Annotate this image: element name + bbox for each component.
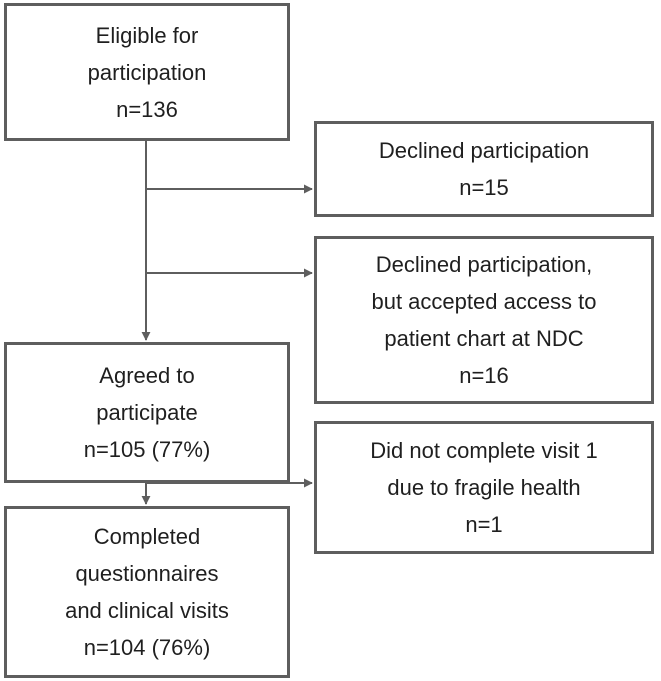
eligible-line-1: Eligible for: [95, 22, 199, 48]
eligible-box: Eligible for participation n=136: [4, 3, 290, 141]
completed-line-3: and clinical visits: [65, 598, 229, 623]
agreed-line-1: Agreed to: [99, 363, 195, 388]
completed-box: Completed questionnaires and clinical vi…: [4, 506, 290, 678]
incomplete-visit-box: Did not complete visit 1 due to fragile …: [314, 421, 654, 554]
agreed-count: n=105 (77%): [83, 437, 211, 462]
chart-access-box: Declined participation, but accepted acc…: [314, 236, 654, 404]
agreed-box: Agreed to participate n=105 (77%): [4, 342, 290, 483]
declined-box: Declined participation n=15: [314, 121, 654, 217]
incomplete-count: n=1: [465, 512, 503, 537]
chart-access-line-2: but accepted access to: [371, 289, 597, 314]
eligible-count: n=136: [116, 96, 178, 122]
incomplete-line-1: Did not complete visit 1: [370, 438, 598, 463]
completed-count: n=104 (76%): [83, 635, 211, 660]
completed-line-2: questionnaires: [75, 561, 219, 586]
chart-access-count: n=16: [459, 363, 509, 388]
completed-line-1: Completed: [93, 524, 201, 549]
agreed-line-2: participate: [96, 400, 198, 425]
incomplete-line-2: due to fragile health: [387, 475, 581, 500]
declined-line-1: Declined participation: [378, 138, 590, 163]
eligible-line-2: participation: [87, 59, 207, 85]
chart-access-line-3: patient chart at NDC: [384, 326, 584, 351]
chart-access-line-1: Declined participation,: [375, 252, 593, 277]
declined-count: n=15: [459, 175, 509, 200]
